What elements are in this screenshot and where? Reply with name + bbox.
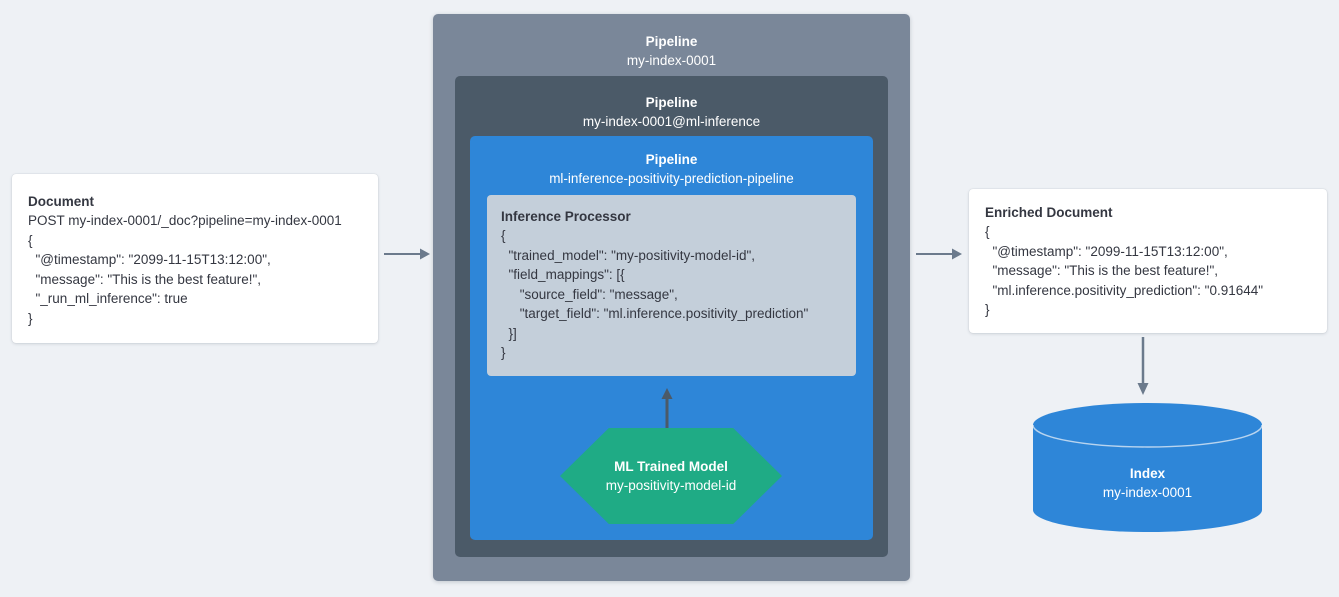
inference-processor-line: }] bbox=[501, 325, 517, 341]
cylinder-shape-icon bbox=[1033, 403, 1262, 532]
pipeline-outer-value: my-index-0001 bbox=[626, 53, 717, 68]
inference-processor-line: "source_field": "message", bbox=[501, 286, 678, 302]
ml-trained-model-value: my-positivity-model-id bbox=[605, 477, 737, 493]
ml-trained-model-hexagon: ML Trained Model my-positivity-model-id bbox=[560, 428, 782, 524]
arrow-pipeline-to-enriched-document-icon bbox=[916, 247, 962, 266]
index-value: my-index-0001 bbox=[1102, 485, 1193, 500]
pipeline-inner-value: ml-inference-positivity-prediction-pipel… bbox=[549, 171, 794, 186]
inference-processor-panel: Inference Processor { "trained_model": "… bbox=[487, 195, 856, 376]
index-cylinder: Index my-index-0001 bbox=[1033, 403, 1262, 532]
index-label-group: Index my-index-0001 bbox=[1033, 465, 1262, 502]
pipeline-outer-label: Pipeline bbox=[645, 34, 698, 49]
pipeline-outer: Pipeline my-index-0001 Pipeline my-index… bbox=[433, 14, 910, 581]
inference-processor-line: } bbox=[501, 345, 506, 360]
document-line: { bbox=[28, 232, 33, 248]
index-title: Index bbox=[1129, 466, 1166, 481]
document-line: "@timestamp": "2099-11-15T13:12:00", bbox=[28, 252, 271, 267]
document-line: } bbox=[28, 310, 33, 326]
document-line: "message": "This is the best feature!", bbox=[28, 271, 262, 287]
enriched-document-title: Enriched Document bbox=[985, 205, 1113, 220]
enriched-document-line: } bbox=[985, 302, 990, 317]
enriched-document-line: "ml.inference.positivity_prediction": "0… bbox=[985, 282, 1264, 298]
inference-processor-line: { bbox=[501, 228, 506, 243]
arrow-document-to-pipeline-icon bbox=[384, 247, 430, 266]
arrow-enriched-document-to-index-icon bbox=[1136, 337, 1150, 400]
enriched-document-line: { bbox=[985, 224, 990, 239]
inference-processor-title: Inference Processor bbox=[501, 209, 631, 224]
document-title: Document bbox=[28, 194, 95, 209]
pipeline-inner-label: Pipeline bbox=[645, 152, 698, 167]
ml-trained-model-title: ML Trained Model bbox=[614, 458, 728, 474]
enriched-document-line: "@timestamp": "2099-11-15T13:12:00", bbox=[985, 243, 1228, 259]
inference-processor-line: "trained_model": "my-positivity-model-id… bbox=[501, 247, 756, 263]
inference-processor-line: "field_mappings": [{ bbox=[501, 267, 625, 282]
pipeline-middle-label: Pipeline bbox=[645, 95, 698, 110]
enriched-document-line: "message": "This is the best feature!", bbox=[985, 263, 1219, 278]
arrow-ml-model-to-inference-processor-icon bbox=[660, 388, 674, 437]
pipeline-middle-value: my-index-0001@ml-inference bbox=[582, 114, 761, 129]
enriched-document-card: Enriched Document { "@timestamp": "2099-… bbox=[969, 189, 1327, 333]
document-line: "_run_ml_inference": true bbox=[28, 291, 188, 306]
inference-processor-line: "target_field": "ml.inference.positivity… bbox=[501, 306, 809, 321]
pipeline-middle: Pipeline my-index-0001@ml-inference Pipe… bbox=[455, 76, 888, 557]
document-card: Document POST my-index-0001/_doc?pipelin… bbox=[12, 174, 378, 343]
document-line: POST my-index-0001/_doc?pipeline=my-inde… bbox=[28, 213, 342, 228]
